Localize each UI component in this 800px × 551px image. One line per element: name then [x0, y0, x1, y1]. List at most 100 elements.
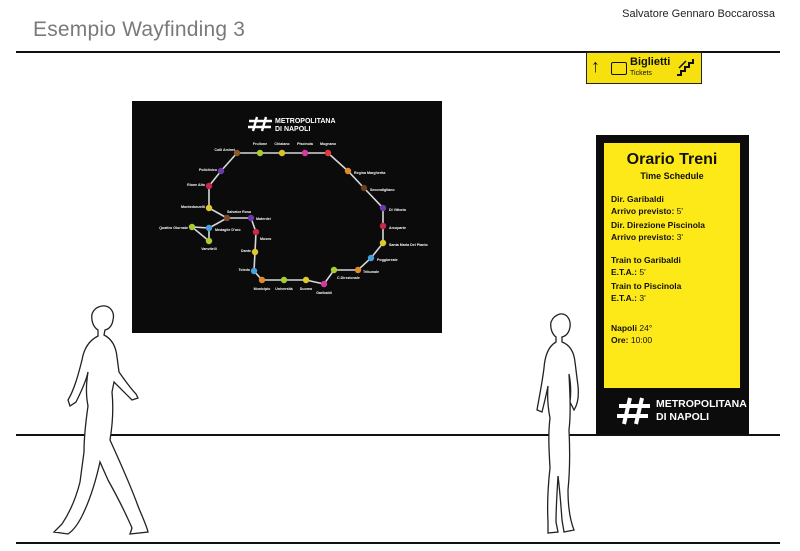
floor-line — [16, 434, 780, 436]
station-dot — [258, 276, 266, 284]
station-dot — [250, 267, 258, 275]
station-label: Secondigliano — [370, 188, 395, 192]
station-label: Montedonzelli — [181, 205, 205, 209]
arrow-up-icon: ↑ — [591, 56, 600, 76]
station-label: Duomo — [300, 287, 313, 291]
timetable-board: Orario Treni Time Schedule Dir. Garibald… — [596, 135, 749, 434]
metro-line-segment — [208, 152, 238, 219]
author-name: Salvatore Gennaro Boccarossa — [622, 8, 775, 20]
map-logo-line1: METROPOLITANA — [275, 118, 336, 125]
station-dot — [280, 276, 288, 284]
station-label: Santa Maria Del Pianto — [389, 243, 429, 247]
station-dot — [330, 266, 338, 274]
station-label: Di Vittorio — [389, 208, 407, 212]
weather-readout: Napoli 24° — [611, 323, 652, 333]
map-logo-line2: DI NAPOLI — [275, 126, 310, 133]
station-dot — [379, 204, 387, 212]
station-dot — [278, 149, 286, 157]
station-label: Colli Aminei — [214, 148, 235, 152]
station-label: Chiaiano — [274, 142, 290, 146]
station-label: Dante — [241, 249, 251, 253]
station-dot — [247, 214, 255, 222]
station-dot — [344, 167, 352, 175]
station-dot — [354, 266, 362, 274]
station-dot — [379, 239, 387, 247]
direction-2-arrival: Arrivo previsto: 3' — [611, 232, 683, 242]
page-title: Esempio Wayfinding 3 — [33, 18, 246, 41]
station-dot — [188, 223, 196, 231]
station-dot — [217, 167, 225, 175]
station-label: Università — [275, 287, 292, 291]
station-label: C.Direzionale — [337, 276, 360, 280]
station-dot — [367, 254, 375, 262]
station-dot — [379, 222, 387, 230]
train-2-label: Train to Piscinola — [611, 281, 682, 291]
station-label: Frullone — [253, 142, 267, 146]
direction-1-label: Dir. Garibaldi — [611, 194, 664, 204]
station-dot — [205, 237, 213, 245]
station-label: Rione Alto — [187, 183, 206, 187]
time-label: Ore: — [611, 335, 629, 345]
timetable-subtitle: Time Schedule — [640, 171, 704, 181]
metro-logo-hash-icon — [617, 397, 650, 425]
station-dot — [252, 228, 260, 236]
time-readout: Ore: 10:00 — [611, 335, 652, 345]
station-label: Materdei — [256, 217, 271, 221]
metro-map-svg: METROPOLITANA DI NAPOLI Colli Aminei Frul… — [159, 116, 429, 295]
station-label: Museo — [260, 237, 272, 241]
station-dot — [256, 149, 264, 157]
ticket-sign-sublabel: Tickets — [630, 70, 652, 77]
direction-2-arrival-label: Arrivo previsto: — [611, 232, 675, 242]
station-dot — [223, 214, 231, 222]
timetable-panel: Orario Treni Time Schedule Dir. Garibald… — [604, 143, 740, 388]
station-dot — [205, 224, 213, 232]
station-label: Quattro Giornate — [159, 226, 188, 230]
station-label: Piscinola — [297, 142, 314, 146]
station-label: Policlinico — [199, 168, 218, 172]
train-2-eta-value: 3' — [639, 293, 646, 303]
station-label: Salvator Rosa — [227, 210, 252, 214]
ticket-sign: ↑ Biglietti Tickets — [586, 52, 702, 84]
train-1-label: Train to Garibaldi — [611, 255, 681, 265]
city-label: Napoli — [611, 323, 637, 333]
station-label: Mugnano — [320, 142, 337, 146]
bottom-divider — [16, 542, 780, 544]
station-label: Regina Margherita — [354, 171, 386, 175]
ticket-sign-label: Biglietti — [630, 56, 671, 68]
station-dot — [302, 276, 310, 284]
station-dot — [251, 248, 259, 256]
standing-person-silhouette — [536, 313, 580, 534]
top-divider — [16, 51, 780, 53]
direction-2-arrival-value: 3' — [676, 232, 684, 242]
station-label: Garibaldi — [316, 291, 332, 295]
station-dot — [320, 280, 328, 288]
timetable-title: Orario Treni — [626, 151, 718, 168]
station-label: Vanvitelli — [201, 247, 217, 251]
station-label: Toledo — [238, 268, 250, 272]
train-1-eta-label: E.T.A.: — [611, 267, 637, 277]
direction-2-label: Dir. Direzione Piscinola — [611, 220, 706, 230]
station-dot — [233, 149, 241, 157]
metro-logo-hash-icon — [248, 116, 272, 132]
temperature-value: 24° — [639, 323, 653, 333]
metro-map: METROPOLITANA DI NAPOLI Colli Aminei Frul… — [132, 101, 442, 333]
station-label: Poggioreale — [377, 258, 398, 262]
station-label: Municipio — [254, 287, 272, 291]
direction-1-arrival-value: 5' — [676, 206, 684, 216]
train-2-eta-label: E.T.A.: — [611, 293, 637, 303]
station-dot — [324, 149, 332, 157]
walking-person-silhouette — [52, 305, 149, 535]
train-2-eta: E.T.A.: 3' — [611, 293, 646, 303]
train-1-eta: E.T.A.: 5' — [611, 267, 646, 277]
ticket-icon — [611, 62, 627, 75]
board-logo-line2: DI NAPOLI — [656, 411, 710, 423]
train-1-eta-value: 5' — [639, 267, 646, 277]
station-dot — [205, 204, 213, 212]
direction-1-arrival-label: Arrivo previsto: — [611, 206, 675, 216]
station-dot — [360, 184, 368, 192]
stairs-icon — [677, 59, 694, 76]
station-label: Medaglie D'oro — [215, 228, 241, 232]
station-label: Tribunale — [363, 270, 379, 274]
board-logo-line1: METROPOLITANA — [656, 398, 747, 410]
direction-1-arrival: Arrivo previsto: 5' — [611, 206, 683, 216]
